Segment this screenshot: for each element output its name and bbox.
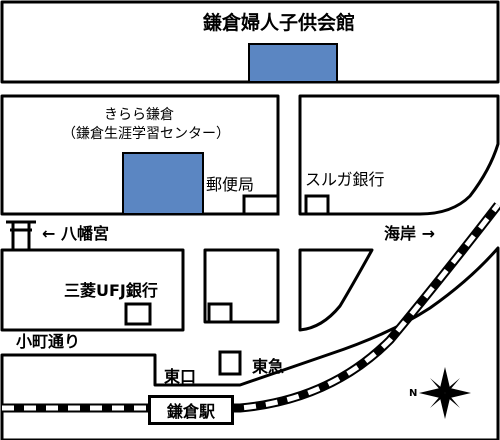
tokyu-marker [218, 350, 242, 376]
suruga-bank-label: スルガ銀行 [305, 170, 385, 189]
block-triangle [298, 248, 374, 332]
komachi-dori-label: 小町通り [16, 332, 81, 351]
north-indicator-label: N [409, 388, 418, 399]
mufg-bank-marker [124, 302, 152, 326]
east-exit-label: 東口 [164, 367, 197, 386]
kamakura-womens-hall-building [248, 43, 338, 83]
post-office-label: 郵便局 [206, 175, 255, 194]
compass-rose-icon [419, 367, 471, 419]
post-office-marker [242, 194, 280, 216]
torii-gate-icon [6, 220, 36, 250]
kaigan-direction-label: 海岸 → [384, 224, 435, 243]
kirara-kamakura-building [122, 152, 204, 215]
suruga-bank-marker [304, 194, 330, 216]
kamakura-womens-hall-label: 鎌倉婦人子供会館 [203, 12, 356, 34]
mufg-bank-label: 三菱UFJ銀行 [64, 281, 158, 300]
kirara-kamakura-label: きらら鎌倉 [104, 107, 174, 123]
block-right-upper [298, 94, 500, 216]
kamakura-station-label: 鎌倉駅 [148, 395, 234, 425]
kirara-subtitle-label: （鎌倉生涯学習センター） [62, 126, 230, 142]
hachimangu-direction-label: ← 八幡宮 [42, 224, 109, 243]
block-top [0, 0, 500, 84]
block-station-area [0, 246, 500, 440]
tokyu-label: 東急 [252, 357, 285, 376]
railway-line [2, 202, 500, 413]
block-marker [207, 302, 233, 324]
